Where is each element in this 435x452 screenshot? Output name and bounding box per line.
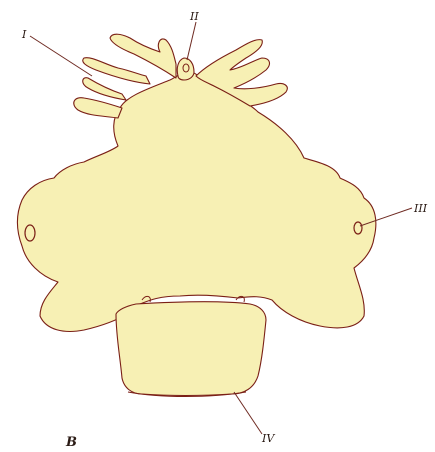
left-lower-bump-shape	[74, 98, 122, 118]
panel-label: B	[65, 435, 77, 450]
central-stalk-shape	[177, 58, 194, 80]
leader-line-ii	[187, 22, 196, 60]
label-iii: III	[413, 202, 428, 215]
label-ii: II	[189, 10, 199, 23]
label-i: I	[21, 28, 27, 41]
main-body-shape	[18, 70, 376, 331]
lower-plate-shape	[116, 302, 266, 396]
leader-line-i	[30, 36, 92, 76]
leader-line-iv	[234, 392, 262, 434]
label-iv: IV	[261, 432, 275, 445]
